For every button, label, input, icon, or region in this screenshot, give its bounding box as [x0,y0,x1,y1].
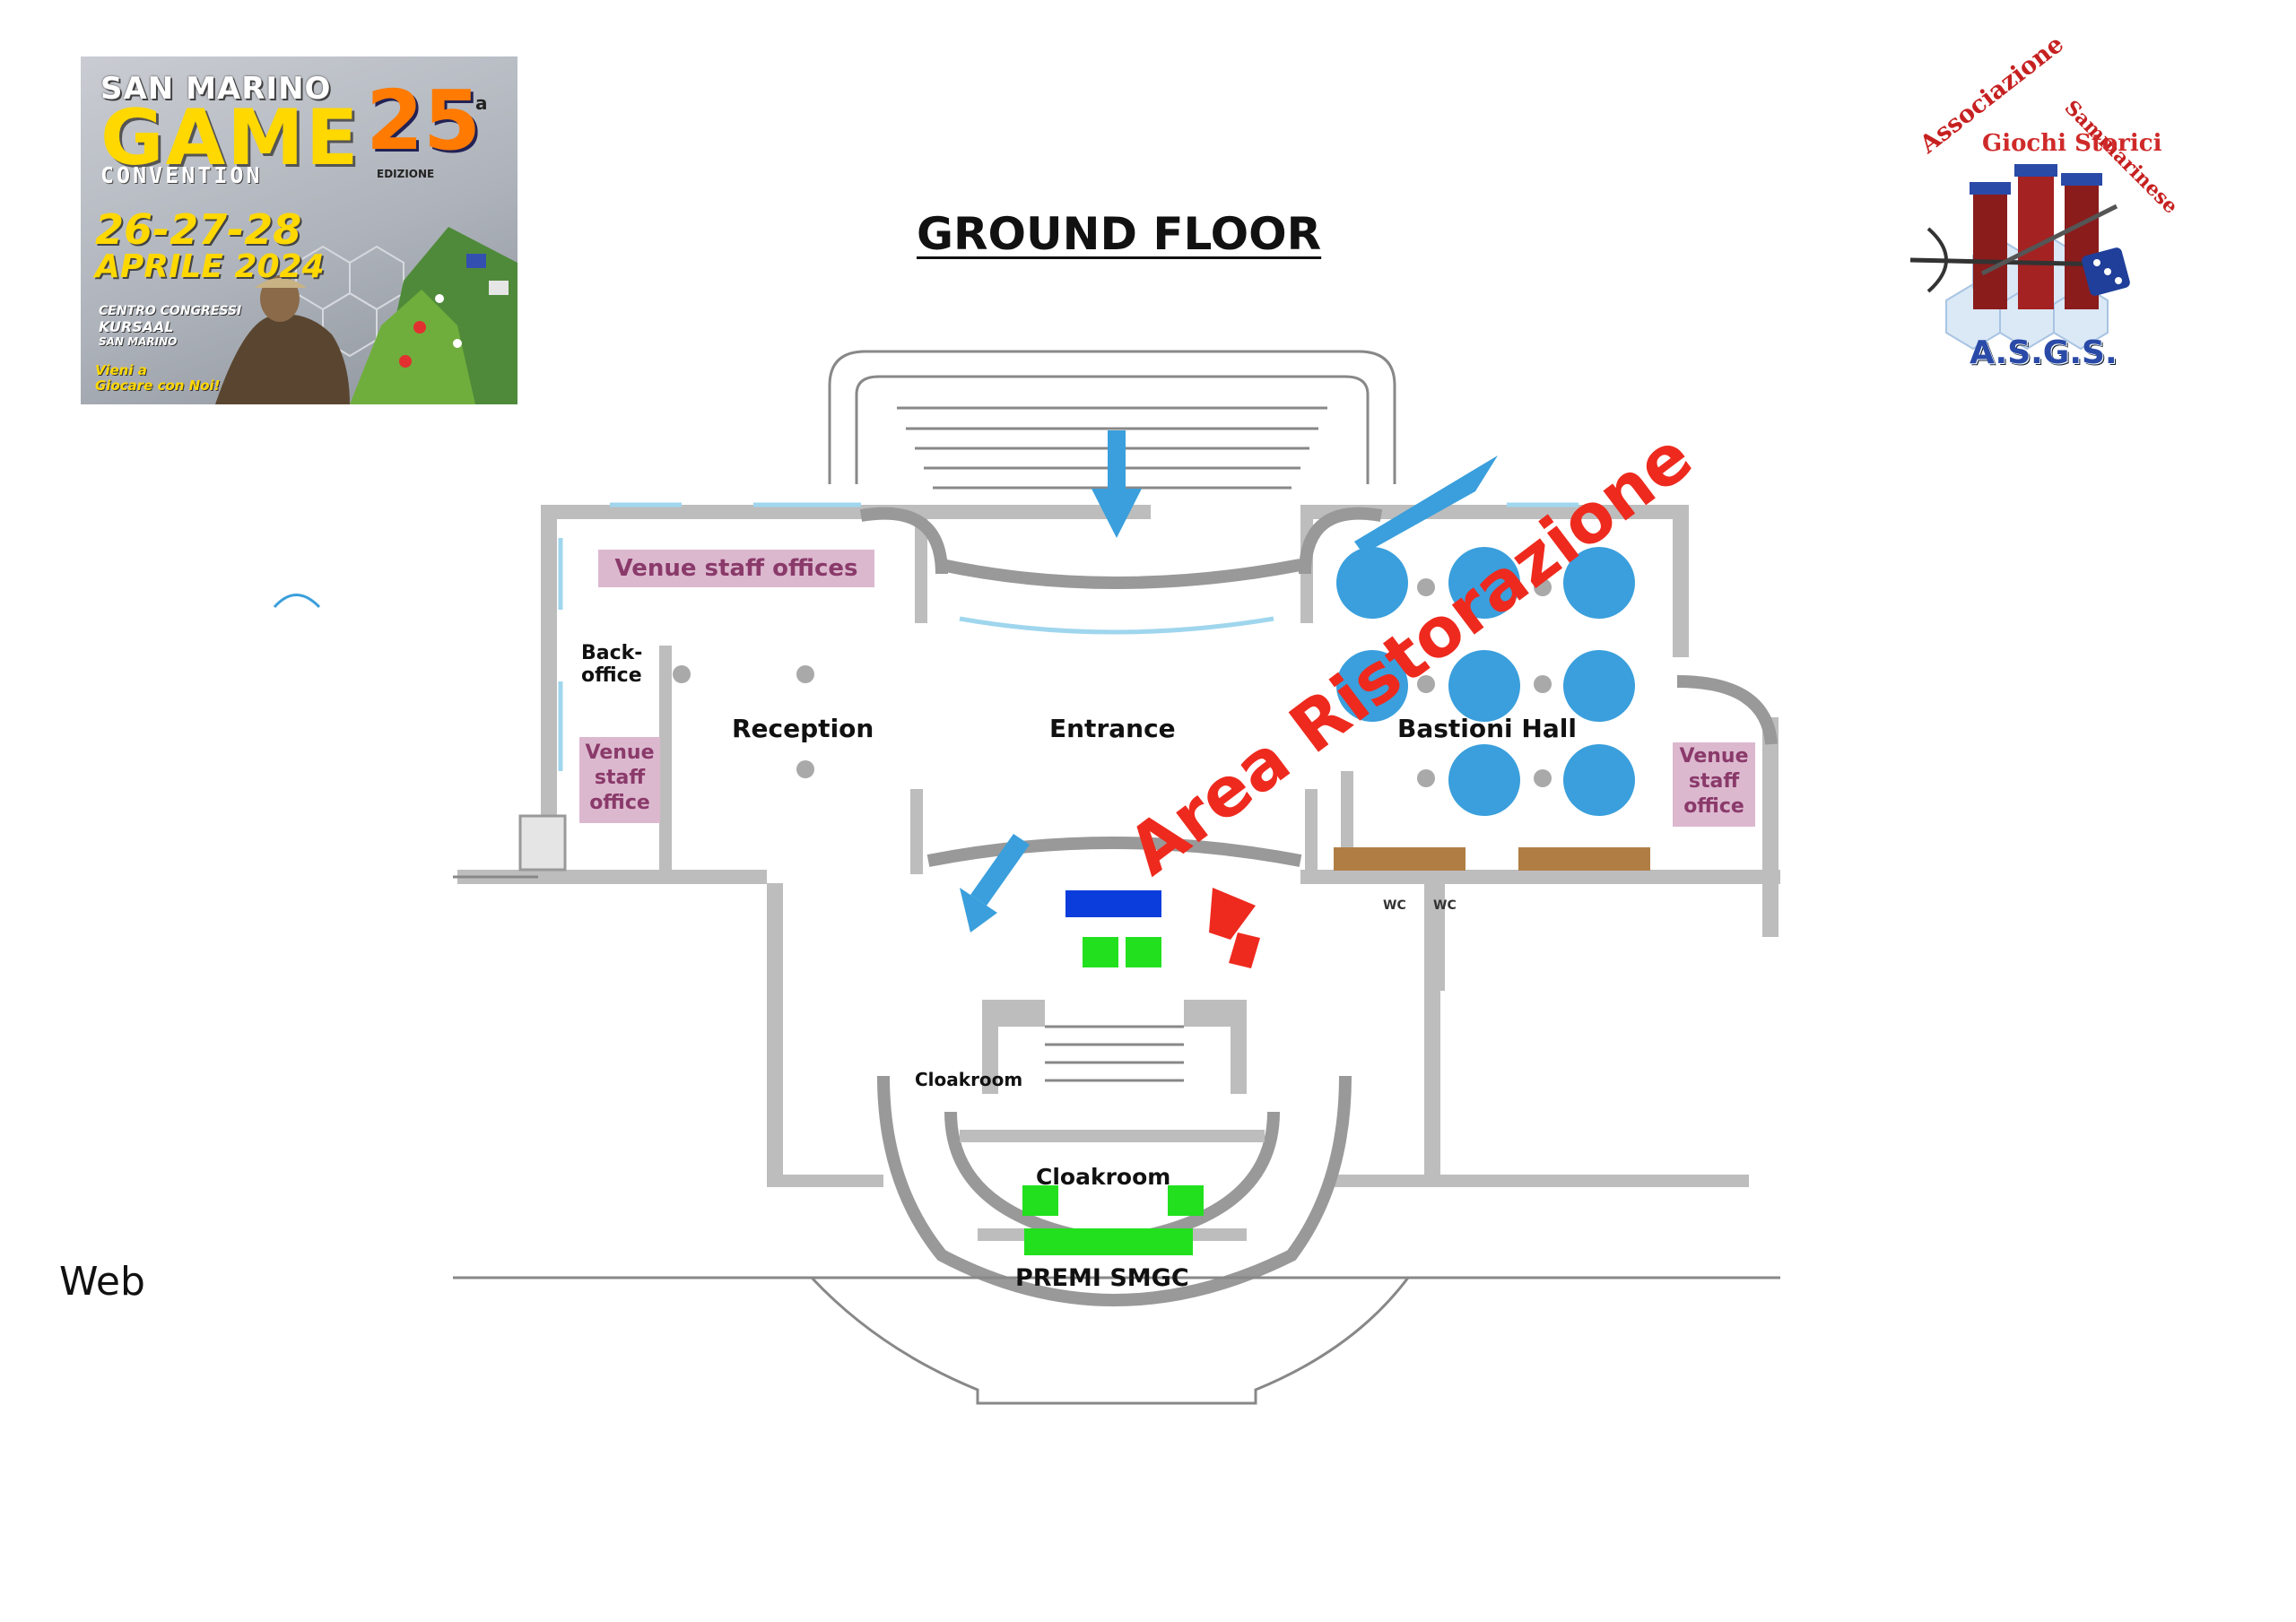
outer-lines [453,875,1780,1405]
green-desk [1168,1185,1204,1216]
association-name-word3: Giochi Storici [1982,130,2162,157]
room-premi-smgc: PREMI SMGC [1015,1264,1189,1292]
association-emblem [1909,164,2130,351]
event-poster: SAN MARINO GAME CONVENTION 25 a EDIZIONE… [81,56,517,404]
poster-month-year: APRILE 2024 [95,248,325,285]
poster-venue-line2: KURSAAL [99,318,174,335]
poster-title-line3: CONVENTION [100,162,263,188]
glazing [558,502,1578,771]
floor-plan-title: GROUND FLOOR [917,208,1322,260]
room-cloakroom-lower: Cloakroom [1036,1164,1171,1190]
green-desk [1083,937,1118,967]
room-venue-staff-office-left-line3: office [589,792,650,814]
room-venue-staff-office-left-line2: staff [594,767,646,789]
arrow-down-icon [1108,430,1126,493]
arrow-up-icon [1229,932,1260,968]
poster-title-line2: GAME [100,93,361,183]
poster-title-line1: SAN MARINO [100,71,332,107]
poster-artwork [215,227,517,404]
curved-walls [859,507,1778,1306]
room-venue-staff-office-left: Venue staff office [579,737,660,823]
poster-slogan: Vieni a Giocare con Noi! [95,363,221,394]
walls [457,505,1780,1187]
room-venue-staff-office-right-line3: office [1683,795,1744,818]
arrow-up-icon-head [1209,888,1256,940]
room-venue-staff-office-right: Venue staff office [1673,742,1755,827]
serving-counters [1334,847,1650,871]
restaurant-tables [1336,547,1635,816]
web-label: Web [59,1259,145,1305]
stairs [1045,1025,1184,1082]
prize-desk [1024,1228,1193,1255]
partial-arc [273,594,321,609]
room-bastioni-hall: Bastioni Hall [1397,714,1577,743]
poster-edition-suffix: a [475,92,488,114]
poster-venue-line3: SAN MARINO [99,335,178,348]
poster-edition-number: 25 [366,73,482,169]
arrow-down-icon-head [1091,489,1142,538]
poster-venue: CENTRO CONGRESSI KURSAAL SAN MARINO [99,304,241,350]
blue-arrows [960,430,1498,932]
room-reception: Reception [732,714,874,743]
room-venue-staff-offices: Venue staff offices [598,550,874,587]
green-desk [1022,1185,1058,1216]
room-back-office-line1: Back- [581,642,643,664]
room-back-office: Back- office [581,642,642,687]
room-back-office-line2: office [581,664,642,687]
columns [673,578,1552,787]
room-venue-staff-office-right-line2: staff [1688,770,1740,793]
green-desk [1126,937,1161,967]
arrow-diagonal-icon-head [960,888,997,932]
room-wc-1: WC [1383,898,1406,913]
association-logo: Associazione Sammarinese Giochi Storici … [1892,30,2182,395]
poster-edition-word: EDIZIONE [377,168,435,180]
association-acronym: A.S.G.S. [1970,334,2118,371]
poster-dates: 26-27-28 [95,205,302,254]
info-desks [1022,890,1204,1255]
room-venue-staff-office-right-line1: Venue [1679,745,1749,768]
room-wc-2: WC [1433,898,1457,913]
red-arrow [1209,888,1260,968]
blue-desk [1065,890,1161,917]
room-cloakroom-upper: Cloakroom [915,1069,1023,1090]
poster-venue-line1: CENTRO CONGRESSI [99,304,242,318]
room-venue-staff-office-left-line1: Venue [585,742,655,764]
room-entrance: Entrance [1049,714,1176,743]
arrow-diagonal-icon [970,834,1030,906]
pointer-wedge-icon [1354,455,1498,554]
poster-slogan-line2: Giocare con Noi! [95,377,221,394]
poster-slogan-line1: Vieni a [95,362,147,378]
